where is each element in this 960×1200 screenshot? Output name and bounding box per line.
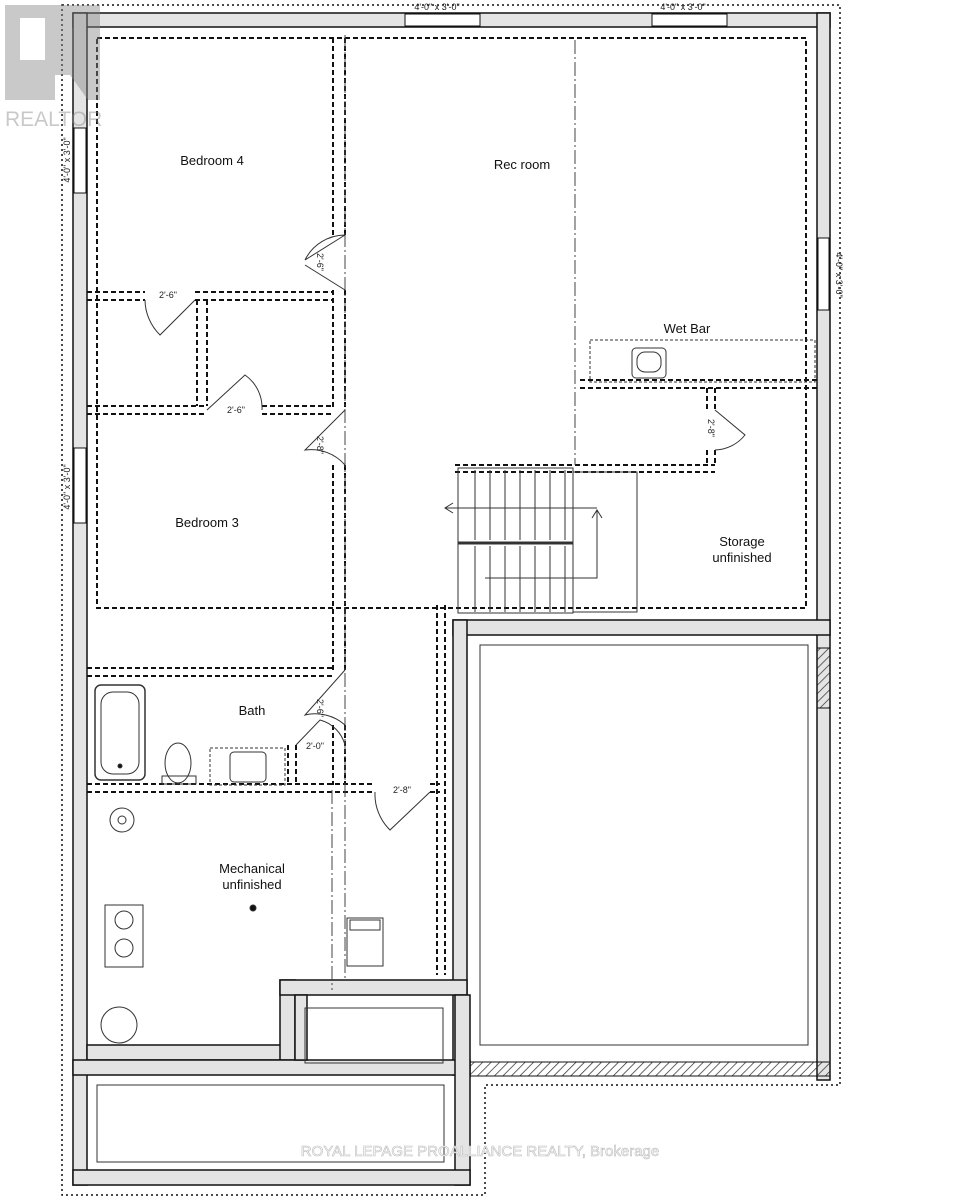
door-label: 2'-6" — [315, 699, 325, 717]
door-swings — [144, 234, 746, 831]
windows — [73, 13, 830, 524]
room-label-bath: Bath — [239, 703, 266, 718]
room-label-rec-room: Rec room — [494, 157, 550, 172]
room-label-storage-sub: unfinished — [712, 550, 771, 565]
lower-bay-outline — [96, 1084, 445, 1163]
door-label: 2'-6" — [159, 290, 177, 300]
interior-walls — [87, 35, 817, 990]
door-label: 2'-6" — [227, 405, 245, 415]
window-label: 4'-0" x 3'-0" — [834, 252, 844, 297]
door-label: 2'-8" — [706, 419, 716, 437]
room-label-mechanical-sub: unfinished — [222, 877, 281, 892]
door-label: 2'-8" — [315, 436, 325, 454]
window-label: 4'-0" x 3'-0" — [62, 137, 72, 182]
brokerage-watermark: ROYAL LEPAGE PROALLIANCE REALTY, Brokera… — [301, 1143, 659, 1160]
room-label-bedroom3: Bedroom 3 — [175, 515, 239, 530]
realtor-logo: REALTOR — [5, 5, 102, 131]
window-label: 4'-0" x 3'-0" — [660, 2, 705, 12]
room-label-bedroom4: Bedroom 4 — [180, 153, 244, 168]
window-label: 4'-0" x 3'-0" — [414, 2, 459, 12]
interior-outline — [96, 37, 807, 609]
staircase — [444, 467, 638, 614]
door-label: 2'-8" — [393, 785, 411, 795]
window-label: 4'-0" x 3'-0" — [62, 464, 72, 509]
room-label-mechanical: Mechanical — [219, 861, 285, 876]
outer-dotted-line — [61, 4, 841, 1196]
svg-text:REALTOR: REALTOR — [5, 108, 102, 131]
bay-outline — [304, 1007, 444, 1064]
door-label: 2'-6" — [315, 253, 325, 271]
garage-outline — [479, 644, 809, 1046]
room-label-wet-bar: Wet Bar — [664, 321, 711, 336]
fixtures — [94, 339, 816, 1044]
door-label: 2'-0" — [306, 741, 324, 751]
room-label-storage: Storage — [719, 534, 765, 549]
exterior-walls — [72, 12, 831, 1186]
